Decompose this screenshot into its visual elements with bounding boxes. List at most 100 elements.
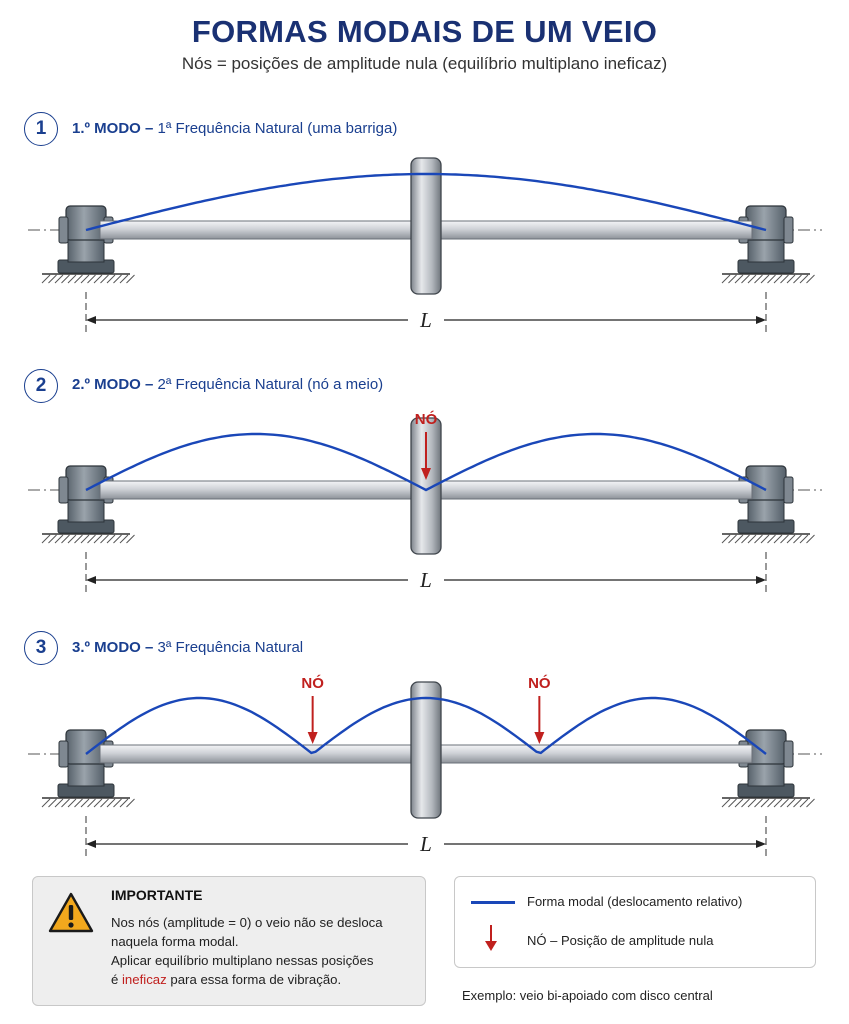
- ground-hatch: [799, 798, 809, 808]
- ground-hatch: [786, 274, 796, 284]
- bearing-cap: [783, 740, 794, 768]
- ground-hatch: [741, 534, 750, 544]
- dimension-arrowhead: [756, 840, 766, 848]
- ground-hatch: [119, 798, 129, 808]
- ground-hatch: [119, 534, 129, 544]
- ground-hatch: [799, 534, 809, 544]
- mode-heading: 2.º MODO – 2ª Frequência Natural (nó a m…: [72, 376, 383, 393]
- ground-hatch: [100, 274, 109, 284]
- ground-hatch: [793, 274, 802, 284]
- bearing-cap: [58, 476, 69, 504]
- ground-hatch: [74, 274, 83, 284]
- ground-hatch: [48, 798, 57, 808]
- mode-heading: 3.º MODO – 3ª Frequência Natural: [72, 639, 303, 656]
- length-label: L: [419, 832, 432, 856]
- ground-hatch: [734, 534, 744, 544]
- ground-hatch: [754, 534, 763, 544]
- ground-hatch: [767, 534, 776, 544]
- ground-hatch: [780, 798, 789, 808]
- ground-hatch: [734, 798, 744, 808]
- page-title: FORMAS MODAIS DE UM VEIO: [191, 14, 658, 49]
- node-arrowhead: [421, 468, 431, 480]
- ground-hatch: [93, 274, 103, 284]
- ground-hatch: [54, 274, 64, 284]
- ground-hatch: [747, 534, 757, 544]
- ground-hatch: [773, 534, 783, 544]
- example-caption: Exemplo: veio bi-apoiado com disco centr…: [462, 988, 713, 1003]
- ground-hatch: [87, 534, 96, 544]
- ground-hatch: [786, 798, 796, 808]
- ground-hatch: [61, 798, 70, 808]
- ground-hatch: [87, 274, 96, 284]
- central-disk: [410, 681, 442, 819]
- length-label: L: [419, 568, 432, 592]
- ground-hatch: [728, 798, 737, 808]
- ground-hatch: [773, 274, 783, 284]
- ground-hatch: [67, 274, 77, 284]
- mode-shape-curve: [85, 432, 767, 492]
- ground-hatch: [113, 274, 122, 284]
- ground-hatch: [760, 798, 770, 808]
- ground-hatch: [106, 274, 116, 284]
- left-bearing: [41, 205, 135, 284]
- mode-label: 1.º MODO –: [72, 120, 154, 137]
- right-bearing: [721, 729, 815, 808]
- ground-hatch: [106, 534, 116, 544]
- ground-hatch: [93, 798, 103, 808]
- bearing-pedestal: [67, 761, 105, 787]
- ground-hatch: [113, 534, 122, 544]
- mode-heading: 1.º MODO – 1ª Frequência Natural (uma ba…: [72, 120, 397, 137]
- ground-hatch: [67, 534, 77, 544]
- ground-hatch: [767, 798, 776, 808]
- important-line: Aplicar equilíbrio multiplano nessas pos…: [111, 953, 374, 968]
- ground-hatch: [741, 798, 750, 808]
- mode-section-1: 1 1.º MODO – 1ª Frequência Natural (uma …: [0, 104, 849, 364]
- important-text-fragment: é: [111, 972, 122, 987]
- ground-hatch: [80, 274, 90, 284]
- mode-shape-curve: [85, 172, 767, 232]
- shaft-diagram: L: [28, 157, 822, 334]
- bearing-cap: [783, 476, 794, 504]
- ground-hatch: [734, 274, 744, 284]
- shaft-diagram: NÓL: [28, 410, 822, 594]
- ground-hatch: [747, 274, 757, 284]
- mode-description: 2ª Frequência Natural (nó a meio): [157, 376, 384, 393]
- mode-shape-curve: [85, 696, 767, 755]
- ground-hatch: [754, 274, 763, 284]
- ground-hatch: [721, 534, 731, 544]
- ground-hatch: [54, 798, 64, 808]
- node-arrow-icon: [485, 925, 497, 951]
- length-label: L: [419, 308, 432, 332]
- mode-number-badge: 2: [24, 369, 58, 403]
- legend-modal-shape: Forma modal (deslocamento relativo): [527, 894, 743, 909]
- ground-hatch: [806, 534, 815, 544]
- ground-hatch: [41, 534, 51, 544]
- left-bearing: [41, 465, 135, 544]
- ground-hatch: [799, 274, 809, 284]
- central-disk: [410, 157, 442, 295]
- legend-node: NÓ – Posição de amplitude nula: [527, 933, 714, 948]
- important-text: Nos nós (amplitude = 0) o veio não se de…: [111, 913, 411, 989]
- important-text-fragment: para essa forma de vibração.: [166, 972, 342, 987]
- mode-section-2: 2 2.º MODO – 2ª Frequência Natural (nó a…: [0, 364, 849, 624]
- ground-hatch: [747, 798, 757, 808]
- dimension-arrowhead: [86, 840, 96, 848]
- ground-hatch: [721, 274, 731, 284]
- bearing-pedestal: [67, 497, 105, 523]
- ground-hatch: [741, 274, 750, 284]
- dimension-arrowhead: [86, 316, 96, 324]
- ground-hatch: [728, 534, 737, 544]
- ground-hatch: [760, 534, 770, 544]
- bearing-pedestal: [747, 497, 785, 523]
- ground-hatch: [119, 274, 129, 284]
- dimension-arrowhead: [756, 316, 766, 324]
- ground-hatch: [100, 798, 109, 808]
- ground-hatch: [773, 798, 783, 808]
- ground-hatch: [767, 274, 776, 284]
- important-line: é ineficaz para essa forma de vibração.: [111, 970, 411, 989]
- ground-hatch: [106, 798, 116, 808]
- ground-hatch: [721, 798, 731, 808]
- ground-hatch: [100, 534, 109, 544]
- right-bearing: [721, 465, 815, 544]
